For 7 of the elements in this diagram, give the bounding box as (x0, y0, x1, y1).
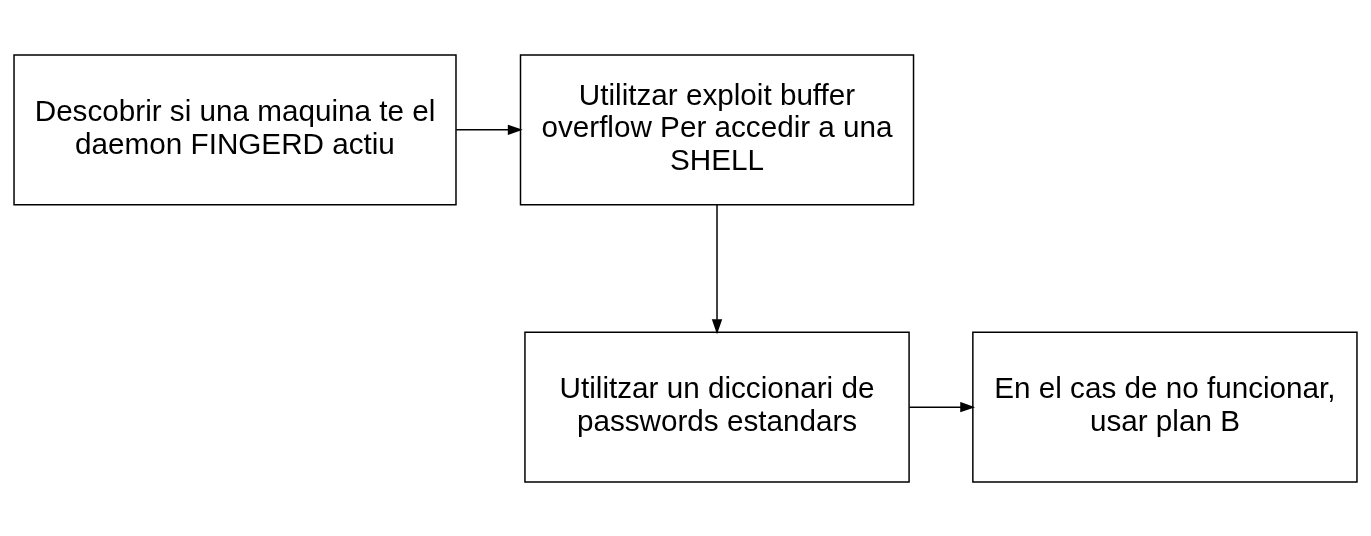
arrow (711, 203, 723, 334)
node-box: Descobrir si una maquina te el daemon FINGERD actiu (13, 53, 457, 205)
arrow (908, 401, 976, 412)
node-box: Utilitzar exploit buffer overflow Per accedir a una SHELL (519, 53, 915, 205)
arrow (455, 124, 523, 135)
node-box: Utilitzar un diccionari de passwords estandars (524, 331, 910, 483)
node-box: En el cas de no funcionar, usar plan B (972, 331, 1358, 483)
